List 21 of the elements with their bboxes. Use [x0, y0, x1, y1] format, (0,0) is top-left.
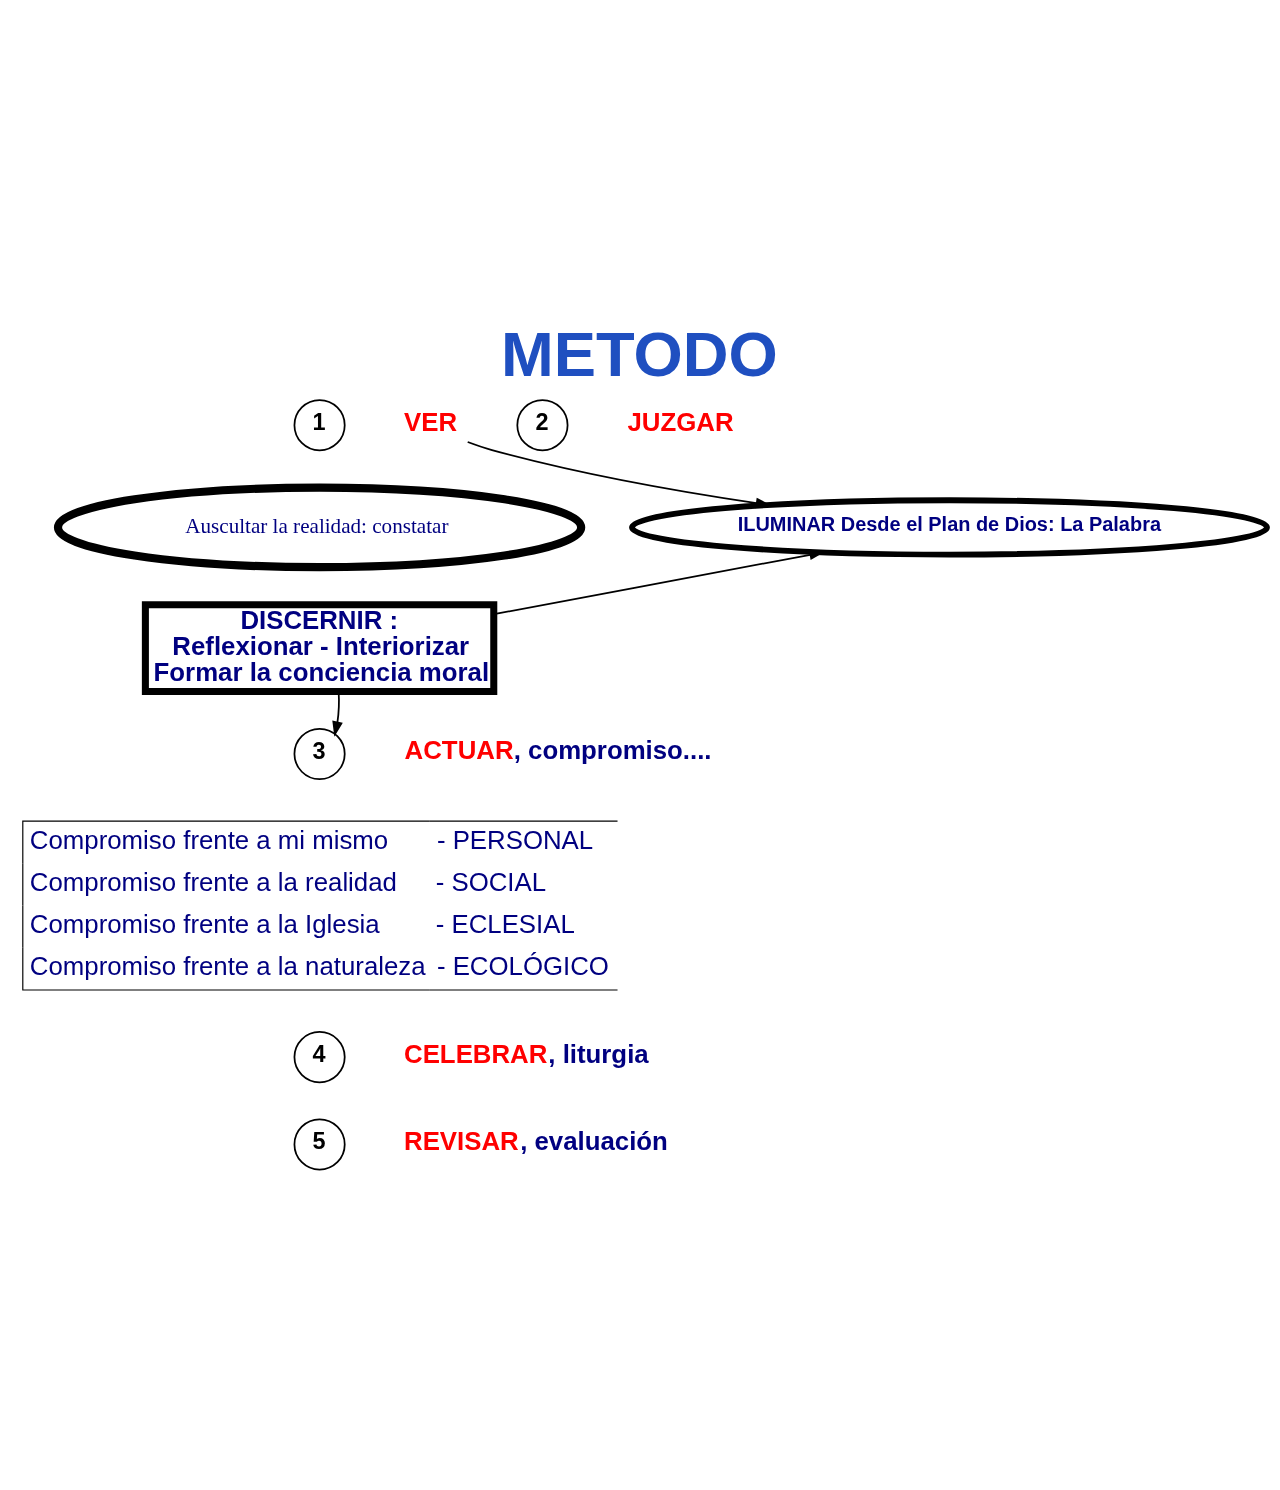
- node-text: VER: [404, 407, 458, 436]
- label: - SOCIAL: [435, 867, 547, 896]
- label: - PERSONAL: [436, 825, 594, 854]
- label: Compromiso frente a mi mismo: [29, 825, 389, 854]
- node-text: JUZGAR: [627, 407, 734, 436]
- node-box: DISCERNIR : Reflexionar - Interiorizar Formar la conciencia moral: [141, 600, 498, 695]
- node-text: CELEBRAR, liturgia: [404, 1039, 649, 1068]
- node-circle: 1: [293, 398, 346, 451]
- node-text: ACTUAR, compromiso....: [404, 735, 712, 764]
- node-circle: 5: [293, 1117, 346, 1170]
- node-circle: 4: [293, 1030, 346, 1083]
- label: Compromiso frente a la naturaleza: [29, 951, 426, 980]
- diagram-title: METODO: [501, 318, 778, 389]
- label: - ECLESIAL: [435, 909, 575, 938]
- label: Compromiso frente a la Iglesia: [29, 909, 380, 938]
- node-ellipse: Auscultar la realidad: constatar: [53, 483, 586, 571]
- label: Compromiso frente a la realidad: [29, 867, 397, 896]
- label: - ECOLÓGICO: [436, 951, 609, 980]
- node-text: REVISAR, evaluación: [404, 1126, 668, 1155]
- node-circle: 2: [516, 398, 569, 451]
- node-circle: 3: [293, 727, 346, 780]
